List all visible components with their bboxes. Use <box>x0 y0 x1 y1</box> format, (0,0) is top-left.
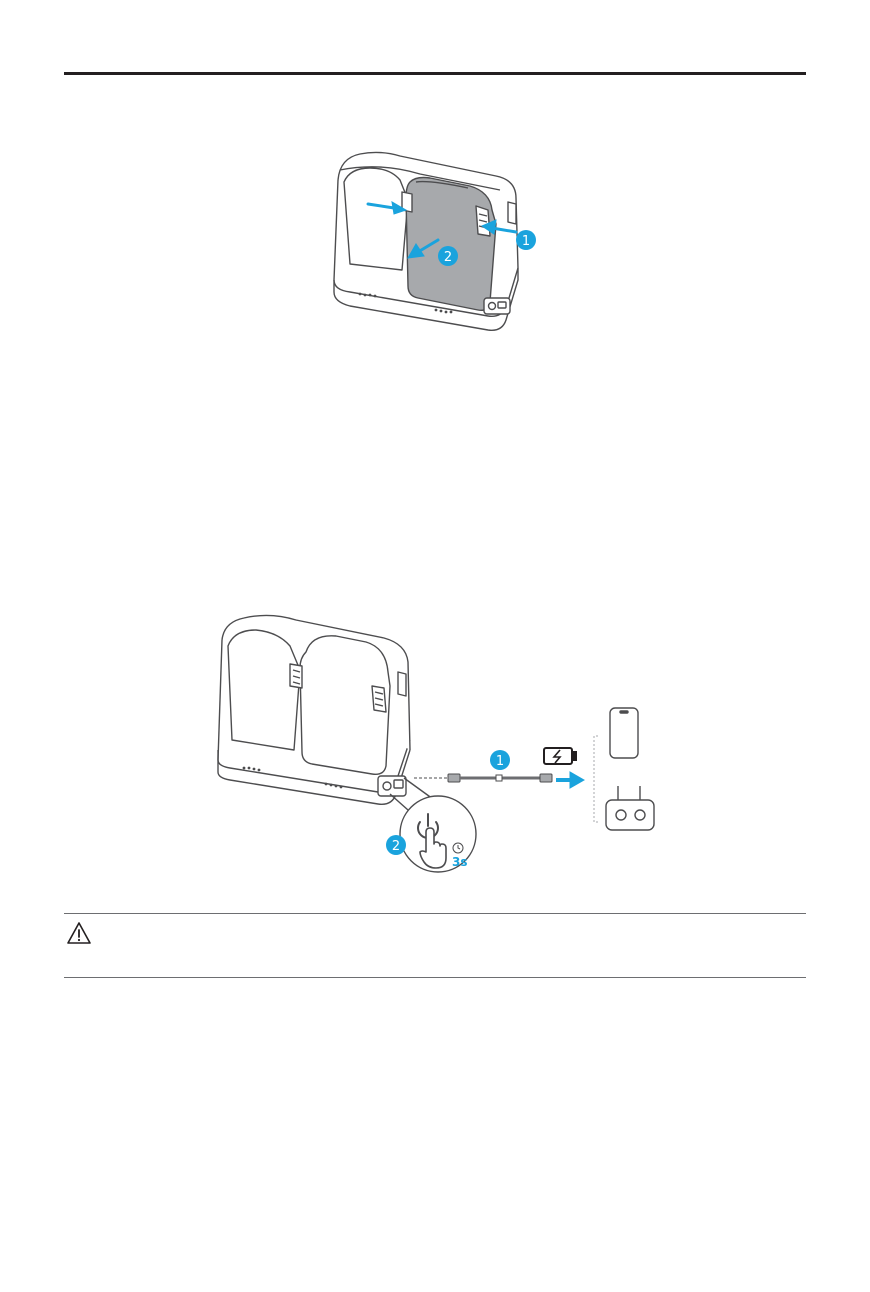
battery-charging-icon <box>544 748 576 764</box>
caution-top-rule <box>64 913 806 914</box>
step-marker-2: 2 <box>386 835 406 855</box>
smartphone-icon <box>610 708 638 758</box>
step-marker-2: 2 <box>438 246 458 266</box>
svg-text:2: 2 <box>444 250 452 265</box>
power-bank-figure: 3s 1 2 <box>200 600 680 890</box>
caution-triangle-icon <box>66 921 92 945</box>
svg-text:2: 2 <box>392 839 400 854</box>
svg-text:1: 1 <box>522 234 530 249</box>
remote-controller-icon <box>606 786 654 830</box>
header-rule <box>64 72 806 75</box>
hold-duration: 3s <box>452 855 468 869</box>
step-marker-1: 1 <box>516 230 536 250</box>
caution-bottom-rule <box>64 977 806 978</box>
svg-text:1: 1 <box>496 754 504 769</box>
battery-removal-figure: 1 2 <box>320 140 560 340</box>
step-marker-1: 1 <box>490 750 510 770</box>
